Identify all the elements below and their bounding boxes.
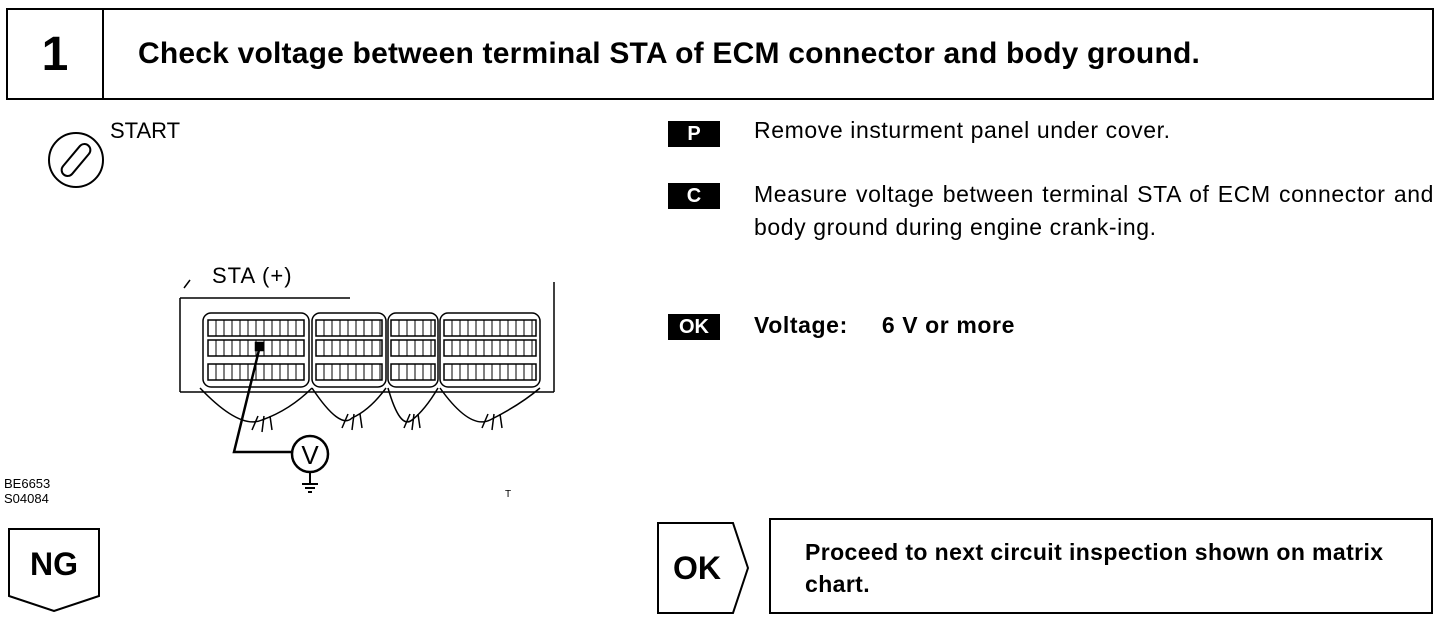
instruction-preparation: Remove insturment panel under cover. xyxy=(754,117,1171,143)
step-header: 1 Check voltage between terminal STA of … xyxy=(6,8,1434,100)
ecm-connector-housing xyxy=(179,279,555,393)
ignition-switch-icon xyxy=(48,132,104,188)
badge-p: P xyxy=(668,121,720,147)
probe-lead xyxy=(232,341,292,454)
badge-ok: OK xyxy=(668,314,720,340)
voltmeter-icon: V xyxy=(290,434,330,474)
ok-criteria-label: Voltage: xyxy=(754,312,848,338)
ng-result: NG xyxy=(8,528,100,612)
connector-block-2 xyxy=(311,312,387,388)
figure-code: BE6653 xyxy=(4,476,51,491)
svg-text:V: V xyxy=(301,440,319,470)
figure-mark: T xyxy=(505,489,512,500)
ok-action-text: Proceed to next circuit inspection shown… xyxy=(805,539,1384,597)
ok-criteria-value: 6 V or more xyxy=(881,312,1015,338)
ignition-start-label: START xyxy=(110,118,181,143)
ok-action-box: Proceed to next circuit inspection shown… xyxy=(769,518,1433,614)
step-title: Check voltage between terminal STA of EC… xyxy=(138,37,1201,70)
ng-label: NG xyxy=(30,546,78,582)
ecm-connector-diagram: V xyxy=(48,132,555,493)
instruction-check: Measure voltage between terminal STA of … xyxy=(754,181,1434,240)
ok-result-arrow: OK xyxy=(657,522,749,614)
figure-codes: BE6653 S04084 xyxy=(4,476,50,506)
ok-label: OK xyxy=(673,550,721,586)
badge-c: C xyxy=(668,183,720,209)
ground-icon xyxy=(302,472,318,493)
figure-code: S04084 xyxy=(4,491,49,506)
instruction-ok-criteria: Voltage: 6 V or more xyxy=(754,309,1434,342)
connector-block-3 xyxy=(387,312,439,388)
wire-harness xyxy=(199,387,541,433)
terminal-sta-label: STA (+) xyxy=(212,263,293,288)
connector-block-4 xyxy=(439,312,541,388)
step-number: 1 xyxy=(8,10,104,98)
